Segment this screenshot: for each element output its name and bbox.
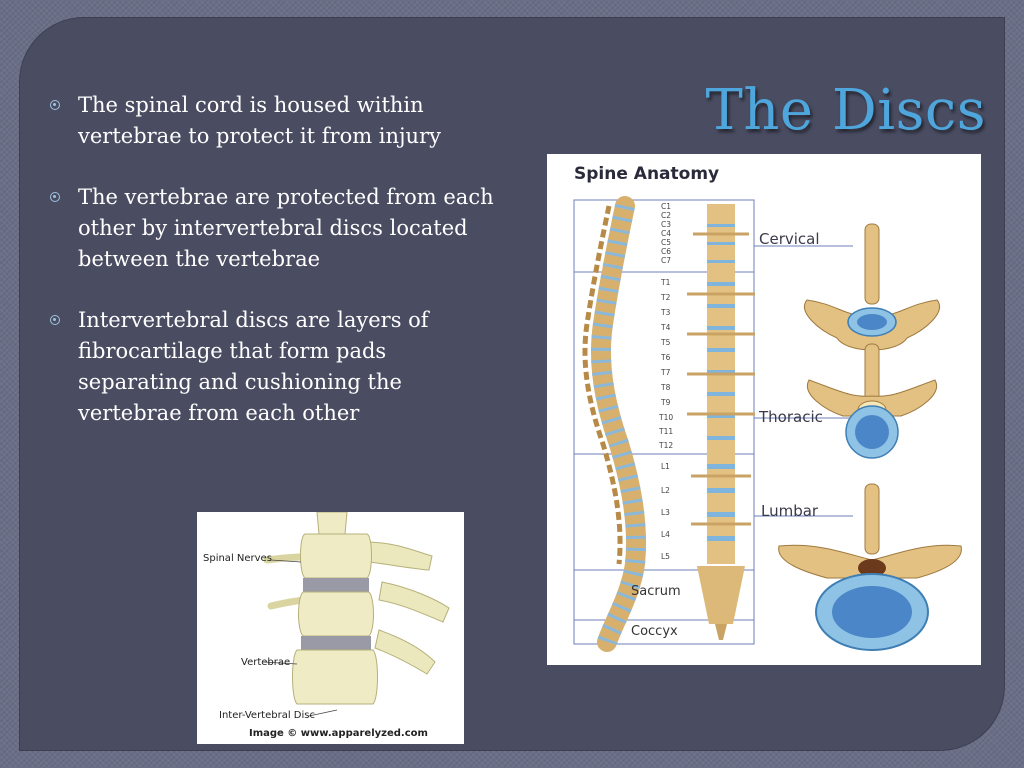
vertebra-label: T8 [661, 383, 671, 392]
cervical-label: Cervical [759, 230, 820, 248]
bullet-list: The spinal cord is housed within vertebr… [46, 90, 496, 459]
vertebra-label: L2 [661, 486, 670, 495]
lumbar-label: Lumbar [761, 502, 819, 520]
bullet-text: The vertebrae are protected from each ot… [78, 185, 494, 271]
circle-bullet-icon [50, 100, 60, 110]
vertebra-label: C4 [661, 229, 672, 238]
thoracic-label: Thoracic [759, 408, 823, 426]
coccyx-label: Coccyx [631, 624, 678, 639]
vertebra-label: L3 [661, 508, 670, 517]
lumbar-vertebra [778, 483, 962, 651]
image-credit: Image © www.apparelyzed.com [249, 728, 428, 739]
vertebra-label: C2 [661, 211, 672, 220]
intervertebral-disc-figure: Spinal Nerves Vertebrae Inter-Vertebral … [197, 512, 464, 744]
vertebra-label: T6 [661, 353, 671, 362]
spinal-nerves-label: Spinal Nerves [203, 553, 272, 564]
vertebra-label: T4 [661, 323, 671, 332]
disc-label: Inter-Vertebral Disc [219, 710, 315, 721]
bullet-text: Intervertebral discs are layers of fibro… [78, 308, 429, 425]
vertebra-label: T9 [661, 398, 671, 407]
spine-anatomy-drawing [573, 196, 962, 652]
bullet-item: The vertebrae are protected from each ot… [46, 182, 496, 275]
vertebra-label: T1 [661, 278, 671, 287]
cervical-vertebra [804, 223, 940, 351]
vertebra-label: T5 [661, 338, 671, 347]
spine-anatomy-title: Spine Anatomy [574, 164, 720, 184]
vertebra-label: C5 [661, 238, 672, 247]
vertebra-label: T10 [659, 413, 674, 422]
slide-title: The Discs [705, 78, 986, 143]
vertebra-label: L5 [661, 552, 670, 561]
vertebra-label: C3 [661, 220, 672, 229]
circle-bullet-icon [50, 315, 60, 325]
vertebra-label: T12 [659, 441, 674, 450]
bullet-item: The spinal cord is housed within vertebr… [46, 90, 496, 152]
sacrum-label: Sacrum [631, 584, 681, 599]
spine-anatomy-figure: Spine Anatomy Cervical Thoracic Lumbar C… [547, 154, 981, 665]
vertebra-label: C7 [661, 256, 672, 265]
vertebrae-label: Vertebrae [241, 657, 291, 668]
bullet-item: Intervertebral discs are layers of fibro… [46, 305, 496, 429]
vertebra-label: T7 [661, 368, 671, 377]
vertebra-label: L4 [661, 530, 670, 539]
disc-drawing [262, 512, 450, 717]
vertebra-label: T2 [661, 293, 671, 302]
vertebra-label: T3 [661, 308, 671, 317]
vertebra-label: T11 [659, 427, 674, 436]
vertebra-label: C6 [661, 247, 672, 256]
thoracic-vertebra [806, 343, 938, 459]
vertebra-label: C1 [661, 202, 672, 211]
vertebra-label: L1 [661, 462, 670, 471]
bullet-text: The spinal cord is housed within vertebr… [78, 93, 441, 148]
circle-bullet-icon [50, 192, 60, 202]
